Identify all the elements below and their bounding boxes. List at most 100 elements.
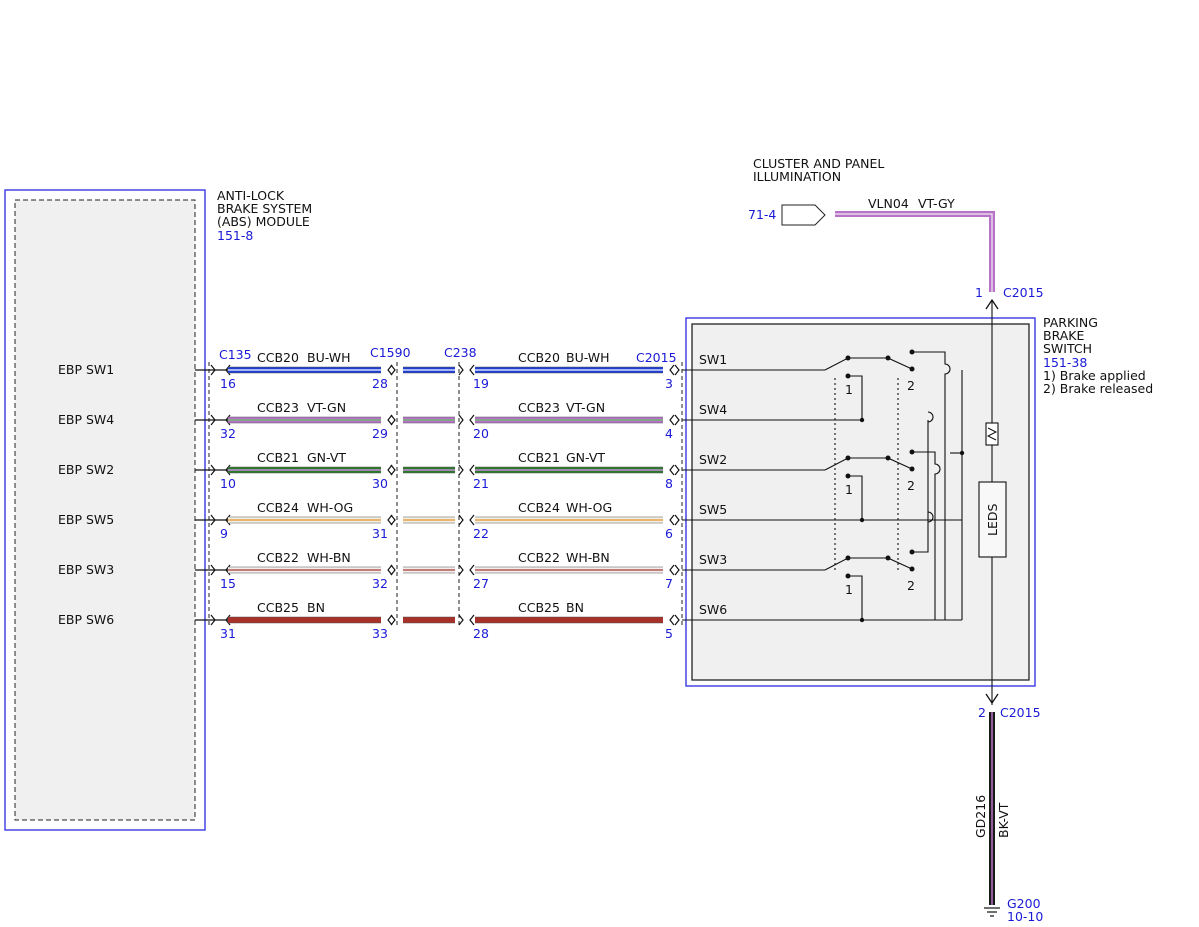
color-label-a: WH-BN xyxy=(307,550,351,565)
connector-arrow xyxy=(669,514,675,526)
connector-c2015[interactable]: C2015 xyxy=(636,350,677,365)
cluster-color: VT-GY xyxy=(918,196,955,211)
pin-number: 19 xyxy=(473,376,489,391)
connector-arrow xyxy=(674,564,680,576)
ebp-label: EBP SW2 xyxy=(58,462,114,477)
ground-symbol xyxy=(984,907,1000,917)
connector-arrow xyxy=(674,364,680,376)
circuit-label-b: CCB24 xyxy=(518,500,560,515)
color-label-b: BU-WH xyxy=(566,350,610,365)
cluster-ref[interactable]: 71-4 xyxy=(748,207,776,222)
abs-title-line1: ANTI-LOCK xyxy=(217,188,285,203)
switch-internals xyxy=(824,300,1007,705)
circuit-label-a: CCB25 xyxy=(257,600,299,615)
connector-arrow xyxy=(669,364,675,376)
ebp-label: EBP SW1 xyxy=(58,362,114,377)
pin-number: 28 xyxy=(473,626,489,641)
connector-arrow xyxy=(469,364,475,376)
connector-arrow xyxy=(469,514,475,526)
connector-arrow xyxy=(387,364,393,376)
color-label-b: GN-VT xyxy=(566,450,605,465)
connector-arrow xyxy=(458,564,464,576)
abs-ref[interactable]: 151-8 xyxy=(217,228,253,243)
connector-arrow xyxy=(390,514,396,526)
switch-terminal-label: SW4 xyxy=(699,402,727,417)
cluster-title-line2: ILLUMINATION xyxy=(753,169,841,184)
connector-arrow xyxy=(210,364,216,376)
leds-label: LEDS xyxy=(985,504,1000,536)
connector-arrow xyxy=(458,464,464,476)
pin-number: 28 xyxy=(372,376,388,391)
connector-arrow xyxy=(458,514,464,526)
connector-arrow xyxy=(674,414,680,426)
contact-label-sw3-2: 2 xyxy=(907,578,915,593)
cluster-wire-stripe xyxy=(835,213,993,292)
connector-arrow xyxy=(387,414,393,426)
cluster-connector[interactable]: C2015 xyxy=(1003,285,1044,300)
color-label-b: BN xyxy=(566,600,584,615)
connector-arrow xyxy=(225,564,231,576)
circuit-label-b: CCB23 xyxy=(518,400,560,415)
switch-title-line1: PARKING xyxy=(1043,315,1098,330)
switch-title-line2: BRAKE xyxy=(1043,328,1085,343)
connector-c1590[interactable]: C1590 xyxy=(370,345,411,360)
circuit-label-b: CCB22 xyxy=(518,550,560,565)
ebp-label: EBP SW4 xyxy=(58,412,114,427)
ground-pin: 2 xyxy=(978,705,986,720)
connector-arrow xyxy=(390,464,396,476)
ground-ref[interactable]: 10-10 xyxy=(1007,909,1043,924)
switch-terminal-label: SW6 xyxy=(699,602,727,617)
connector-arrow xyxy=(458,414,464,426)
contact-label-sw3-1: 1 xyxy=(845,582,853,597)
connector-arrow xyxy=(210,564,216,576)
switch-terminal-label: SW1 xyxy=(699,352,727,367)
pin-number: 31 xyxy=(372,526,388,541)
circuit-label-a: CCB24 xyxy=(257,500,299,515)
connector-arrow xyxy=(390,414,396,426)
connector-arrow xyxy=(210,464,216,476)
circuit-label-b: CCB20 xyxy=(518,350,560,365)
ground-color: BK-VT xyxy=(996,802,1011,838)
connector-arrow xyxy=(387,614,393,626)
ground-connector[interactable]: C2015 xyxy=(1000,705,1041,720)
color-label-a: WH-OG xyxy=(307,500,353,515)
connector-c135[interactable]: C135 xyxy=(219,347,252,362)
connector-arrow xyxy=(225,364,231,376)
switch-terminal-label: SW3 xyxy=(699,552,727,567)
connector-arrow xyxy=(669,414,675,426)
pin-number: 27 xyxy=(473,576,489,591)
abs-title-line2: BRAKE SYSTEM xyxy=(217,201,312,216)
contact-label-sw2-1: 1 xyxy=(845,482,853,497)
contact-label-sw2-2: 2 xyxy=(907,478,915,493)
connector-arrow xyxy=(210,514,216,526)
leds-box xyxy=(978,481,1007,558)
switch-ref[interactable]: 151-38 xyxy=(1043,355,1087,370)
connector-c238[interactable]: C238 xyxy=(444,345,477,360)
pin-number: 8 xyxy=(665,476,673,491)
connector-arrow xyxy=(387,564,393,576)
abs-title-line3: (ABS) MODULE xyxy=(217,214,310,229)
color-label-b: WH-BN xyxy=(566,550,610,565)
pin-number: 7 xyxy=(665,576,673,591)
pin-number: 20 xyxy=(473,426,489,441)
color-label-a: VT-GN xyxy=(307,400,346,415)
pin-number: 10 xyxy=(220,476,236,491)
pin-number: 5 xyxy=(665,626,673,641)
connector-arrow xyxy=(390,614,396,626)
connector-arrow xyxy=(669,464,675,476)
pin-number: 9 xyxy=(220,526,228,541)
cluster-connector-shape xyxy=(781,204,826,226)
switch-terminal-label: SW2 xyxy=(699,452,727,467)
switch-note-1: 1) Brake applied xyxy=(1043,368,1146,383)
c2015-pin1-arrow xyxy=(985,298,999,310)
connector-arrow xyxy=(225,464,231,476)
pin-number: 22 xyxy=(473,526,489,541)
ground-point[interactable]: G200 xyxy=(1007,896,1041,911)
connector-arrow xyxy=(469,564,475,576)
connector-arrow xyxy=(390,364,396,376)
pin-number: 4 xyxy=(665,426,673,441)
color-label-a: BN xyxy=(307,600,325,615)
pin-number: 29 xyxy=(372,426,388,441)
